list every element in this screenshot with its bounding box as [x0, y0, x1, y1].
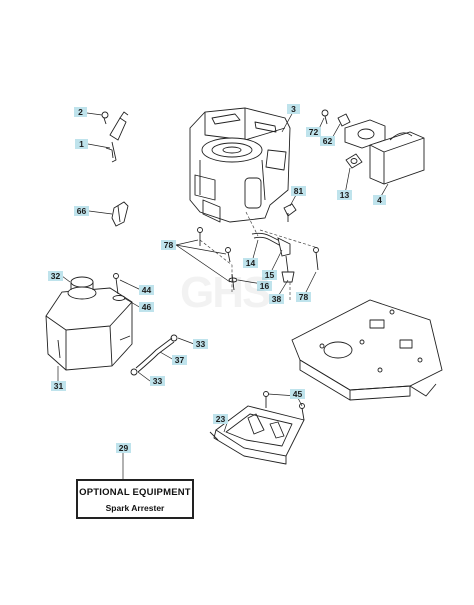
callout-78-left: 78: [161, 240, 176, 250]
bolt-81-drawing: [283, 203, 297, 222]
callout-37: 37: [172, 355, 187, 365]
callout-33-lower: 33: [150, 376, 165, 386]
svg-text:32: 32: [51, 271, 61, 281]
svg-text:66: 66: [77, 206, 87, 216]
svg-text:44: 44: [142, 285, 152, 295]
fuel-tank-drawing: [45, 273, 133, 371]
svg-text:15: 15: [265, 270, 275, 280]
svg-text:16: 16: [260, 281, 270, 291]
callout-1: 1: [75, 139, 88, 149]
svg-text:33: 33: [153, 376, 163, 386]
svg-text:37: 37: [175, 355, 185, 365]
callout-38: 38: [269, 294, 284, 304]
callout-66: 66: [74, 206, 89, 216]
optional-equipment-title: OPTIONAL EQUIPMENT: [79, 487, 191, 498]
svg-text:31: 31: [54, 381, 64, 391]
callout-15: 15: [262, 270, 277, 280]
svg-text:3: 3: [291, 104, 296, 114]
svg-text:72: 72: [309, 127, 319, 137]
leader-lines: [57, 111, 389, 433]
callout-45: 45: [290, 389, 305, 399]
svg-text:14: 14: [246, 258, 256, 268]
optional-equipment-box: OPTIONAL EQUIPMENT Spark Arrester: [76, 479, 194, 519]
callout-16: 16: [257, 281, 272, 291]
callout-62: 62: [320, 136, 335, 146]
callout-2: 2: [74, 107, 87, 117]
svg-text:1: 1: [79, 139, 84, 149]
watermark: GHS: [180, 268, 271, 317]
svg-text:46: 46: [142, 302, 152, 312]
guard-plate-drawing: [209, 391, 305, 465]
callout-29: 29: [116, 443, 131, 453]
callout-72: 72: [306, 127, 321, 137]
callout-4: 4: [373, 195, 386, 205]
callout-23: 23: [213, 414, 228, 424]
muffler-drawing: [321, 109, 425, 185]
svg-text:38: 38: [272, 294, 282, 304]
fuel-hose-drawing: [130, 334, 178, 376]
callout-46: 46: [139, 302, 154, 312]
callout-33-upper: 33: [193, 339, 208, 349]
control-assembly-drawing: [101, 111, 129, 163]
svg-text:33: 33: [196, 339, 206, 349]
callout-14: 14: [243, 258, 258, 268]
svg-text:45: 45: [293, 389, 303, 399]
callout-3: 3: [287, 104, 300, 114]
svg-text:29: 29: [119, 443, 129, 453]
svg-text:78: 78: [164, 240, 174, 250]
svg-text:4: 4: [377, 195, 382, 205]
svg-text:2: 2: [78, 107, 83, 117]
svg-text:23: 23: [216, 414, 226, 424]
svg-text:81: 81: [294, 186, 304, 196]
bracket-66-drawing: [111, 201, 129, 227]
frame-drawing: [291, 299, 443, 401]
engine-drawing: [189, 107, 291, 223]
svg-text:78: 78: [299, 292, 309, 302]
callout-44: 44: [139, 285, 154, 295]
callout-81: 81: [291, 186, 306, 196]
callout-78-right: 78: [296, 292, 311, 302]
callout-13: 13: [337, 190, 352, 200]
svg-text:62: 62: [323, 136, 333, 146]
optional-equipment-item: Spark Arrester: [105, 503, 165, 513]
callout-31: 31: [51, 381, 66, 391]
svg-text:13: 13: [340, 190, 350, 200]
callout-32: 32: [48, 271, 63, 281]
